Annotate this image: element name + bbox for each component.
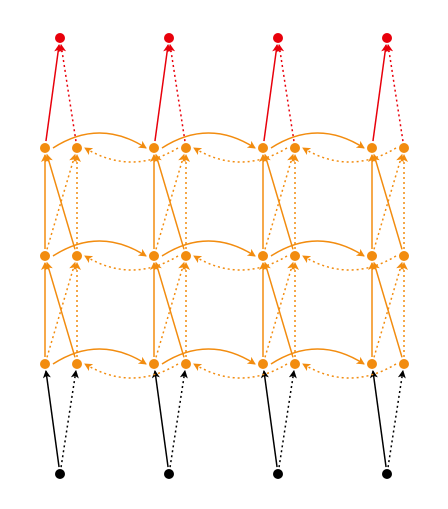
edge-backward-to-forward-2-layer-2 <box>154 153 185 250</box>
nodes-layer <box>40 33 409 479</box>
edge-recurrent-forward-layer-3-step-2 <box>161 132 256 149</box>
hidden-forward-node-layer-2-col-2 <box>149 251 159 261</box>
output-node-2 <box>164 33 174 43</box>
hidden-backward-node-layer-2-col-2 <box>181 251 191 261</box>
edge-forward-to-backward-4-layer-2 <box>373 153 404 250</box>
hidden-forward-node-layer-3-col-4 <box>367 143 377 153</box>
edge-forward-to-backward-4-layer-1 <box>373 261 404 358</box>
edge-input-to-forward-1 <box>42 369 60 468</box>
edge-forward-to-output-3 <box>263 43 281 142</box>
edge-forward-to-output-2 <box>154 43 172 142</box>
hidden-forward-node-layer-2-col-1 <box>40 251 50 261</box>
edge-recurrent-forward-layer-2-step-3 <box>270 240 365 257</box>
edge-recurrent-backward-layer-3-step-1 <box>84 147 179 163</box>
hidden-forward-node-layer-1-col-3 <box>258 359 268 369</box>
edge-backward-to-output-2 <box>167 43 186 142</box>
edge-backward-to-forward-3-layer-2 <box>263 153 294 250</box>
edge-recurrent-backward-layer-3-step-3 <box>302 147 397 163</box>
edge-forward-to-output-4 <box>372 43 390 142</box>
edge-recurrent-backward-layer-2-step-2 <box>193 255 288 271</box>
edge-recurrent-forward-layer-2-step-2 <box>161 240 256 257</box>
input-node-1 <box>55 469 65 479</box>
edge-backward-to-forward-2-layer-1 <box>154 261 185 358</box>
edge-forward-to-output-1 <box>45 43 63 142</box>
hidden-backward-node-layer-2-col-4 <box>399 251 409 261</box>
edge-forward-to-backward-2-layer-1 <box>155 261 186 358</box>
hidden-forward-node-layer-1-col-1 <box>40 359 50 369</box>
edge-forward-to-backward-2-layer-2 <box>155 153 186 250</box>
hidden-backward-node-layer-2-col-1 <box>72 251 82 261</box>
edge-recurrent-backward-layer-2-step-3 <box>302 255 397 271</box>
hidden-forward-node-layer-2-col-4 <box>367 251 377 261</box>
edge-recurrent-forward-layer-1-step-1 <box>52 348 147 365</box>
input-node-2 <box>164 469 174 479</box>
input-node-3 <box>273 469 283 479</box>
edge-recurrent-forward-layer-3-step-1 <box>52 132 147 149</box>
edge-forward-to-backward-3-layer-1 <box>264 261 295 358</box>
edge-input-to-forward-4 <box>369 369 387 468</box>
hidden-backward-node-layer-2-col-3 <box>290 251 300 261</box>
edge-recurrent-forward-layer-1-step-2 <box>161 348 256 365</box>
edge-backward-to-forward-4-layer-2 <box>372 153 403 250</box>
edge-backward-to-forward-4-layer-1 <box>372 261 403 358</box>
edge-recurrent-forward-layer-3-step-3 <box>270 132 365 149</box>
edge-input-to-forward-3 <box>260 369 278 468</box>
hidden-backward-node-layer-3-col-3 <box>290 143 300 153</box>
edge-recurrent-backward-layer-1-step-1 <box>84 363 179 379</box>
edge-input-to-backward-2 <box>169 369 188 468</box>
edge-input-to-backward-4 <box>387 369 406 468</box>
output-node-1 <box>55 33 65 43</box>
hidden-backward-node-layer-1-col-1 <box>72 359 82 369</box>
hidden-forward-node-layer-3-col-2 <box>149 143 159 153</box>
hidden-backward-node-layer-1-col-2 <box>181 359 191 369</box>
edge-backward-to-forward-1-layer-1 <box>45 261 76 358</box>
output-node-4 <box>382 33 392 43</box>
edge-recurrent-backward-layer-3-step-2 <box>193 147 288 163</box>
input-node-4 <box>382 469 392 479</box>
edge-forward-to-backward-1-layer-2 <box>46 153 77 250</box>
edge-forward-to-backward-3-layer-2 <box>264 153 295 250</box>
hidden-forward-node-layer-2-col-3 <box>258 251 268 261</box>
edge-recurrent-backward-layer-1-step-3 <box>302 363 397 379</box>
edge-input-to-forward-2 <box>151 369 169 468</box>
edge-backward-to-output-3 <box>276 43 295 142</box>
hidden-backward-node-layer-3-col-4 <box>399 143 409 153</box>
edge-recurrent-forward-layer-2-step-1 <box>52 240 147 257</box>
edge-input-to-backward-1 <box>60 369 79 468</box>
edge-forward-to-backward-1-layer-1 <box>46 261 77 358</box>
hidden-forward-node-layer-1-col-4 <box>367 359 377 369</box>
hidden-backward-node-layer-3-col-1 <box>72 143 82 153</box>
edge-input-to-backward-3 <box>278 369 297 468</box>
edges-layer <box>41 43 408 468</box>
output-node-3 <box>273 33 283 43</box>
edge-backward-to-output-4 <box>385 43 404 142</box>
hidden-backward-node-layer-1-col-3 <box>290 359 300 369</box>
hidden-forward-node-layer-1-col-2 <box>149 359 159 369</box>
edge-backward-to-forward-3-layer-1 <box>263 261 294 358</box>
edge-recurrent-backward-layer-1-step-2 <box>193 363 288 379</box>
hidden-forward-node-layer-3-col-3 <box>258 143 268 153</box>
hidden-backward-node-layer-1-col-4 <box>399 359 409 369</box>
hidden-backward-node-layer-3-col-2 <box>181 143 191 153</box>
edge-backward-to-output-1 <box>58 43 77 142</box>
edge-backward-to-forward-1-layer-2 <box>45 153 76 250</box>
edge-recurrent-forward-layer-1-step-3 <box>270 348 365 365</box>
edge-recurrent-backward-layer-2-step-1 <box>84 255 179 271</box>
hidden-forward-node-layer-3-col-1 <box>40 143 50 153</box>
